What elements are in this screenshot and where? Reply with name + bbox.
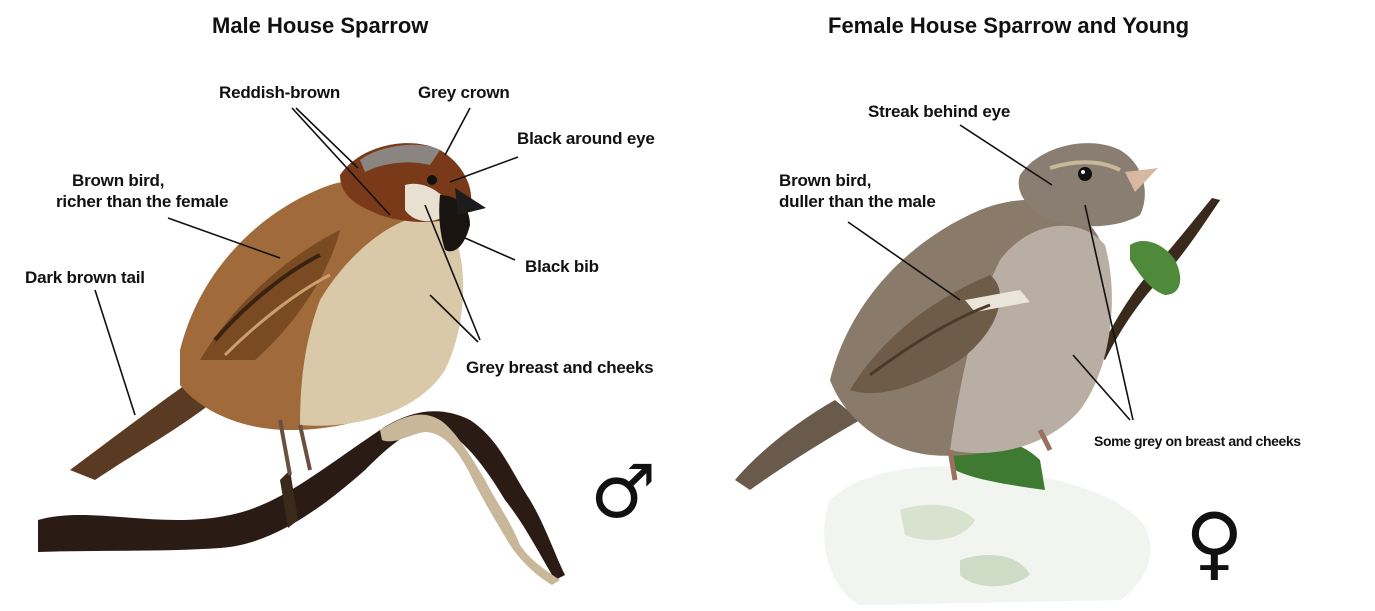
label-dark-brown-tail: Dark brown tail [25,268,145,288]
label-brown-bird-female-line1: Brown bird, [779,171,871,191]
pointer-streak-behind-eye [960,125,1052,185]
label-black-bib: Black bib [525,257,599,277]
female-title: Female House Sparrow and Young [828,13,1189,39]
label-grey-breast-and-cheeks: Grey breast and cheeks [466,358,653,378]
female-symbol-icon: ♀ [1185,500,1244,586]
label-reddish-brown: Reddish-brown [219,83,340,103]
label-black-around-eye: Black around eye [517,129,655,149]
label-some-grey-on-breast: Some grey on breast and cheeks [1094,433,1301,449]
pointer-reddish-brown-1 [296,108,358,168]
label-brown-bird-female-line2: duller than the male [779,192,936,212]
pointer-black-bib [465,238,515,260]
male-title: Male House Sparrow [212,13,428,39]
male-symbol-icon: ♂ [590,452,656,532]
label-grey-crown: Grey crown [418,83,510,103]
pointer-dark-brown-tail [95,290,135,415]
label-brown-bird-male-line1: Brown bird, [72,171,164,191]
pointer-grey-crown [445,108,470,155]
label-brown-bird-male-line2: richer than the female [56,192,228,212]
label-streak-behind-eye: Streak behind eye [868,102,1010,122]
